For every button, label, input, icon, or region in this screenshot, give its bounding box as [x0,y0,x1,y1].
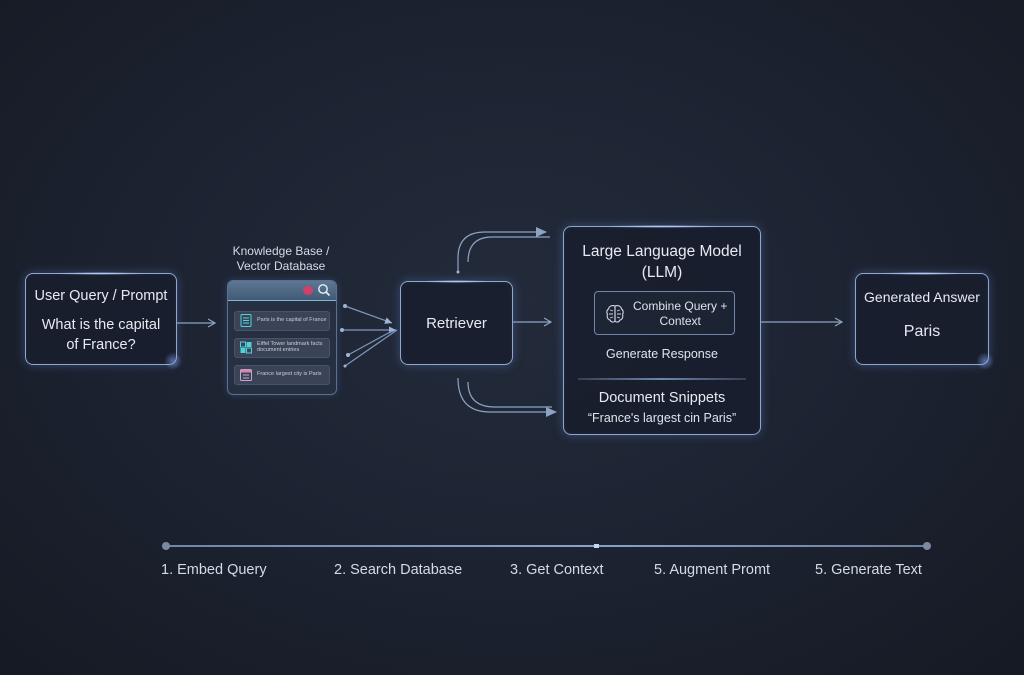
timeline-step-embed-query[interactable]: 1. Embed Query [161,562,267,578]
kb-item-text-line-2: document entries [257,347,300,353]
knowledge-base-panel[interactable]: Paris is the capital of France Eiffel To… [227,280,337,395]
knowledge-base-label-line-1: Knowledge Base / [232,244,330,258]
kb-item-text: Paris is the capital of France [257,317,327,323]
user-query-node[interactable]: User Query / Prompt What is the capital … [25,272,182,370]
combine-step-line-2: Context [659,314,701,328]
kb-item-text: France largest city is Paris [257,371,322,377]
timeline-track [166,545,927,547]
record-dot-icon [303,286,313,295]
knowledge-base-label: Knowledge Base / Vector Database [222,244,340,274]
timeline-step-search-database[interactable]: 2. Search Database [334,562,463,578]
document-icon [240,314,252,327]
kb-list-item[interactable]: Eiffel Tower landmark facts document ent… [234,338,330,358]
llm-title-line-2: (LLM) [641,264,683,281]
data-icon [240,341,252,354]
arrow-retriever-to-llm-bottom [457,377,557,417]
kb-item-text: Eiffel Tower landmark facts document ent… [257,341,327,353]
knowledge-base-label-line-2: Vector Database [236,259,326,273]
arrow-retriever-to-llm-top [456,227,550,274]
timeline-progress-marker [594,544,599,548]
timeline-step-augment-prompt[interactable]: 5. Augment Promt [654,562,771,578]
llm-title: Large Language Model (LLM) [564,241,760,283]
llm-title-line-1: Large Language Model [582,243,742,260]
combine-step-line-1: Combine Query + [633,299,728,313]
timeline-step-get-context[interactable]: 3. Get Context [510,562,604,578]
timeline-start-dot [162,542,170,550]
combine-step-text: Combine Query + Context [633,299,727,329]
knowledge-base-header [228,281,336,301]
user-query-text: What is the capital of France? [26,315,176,355]
retriever-title: Retriever [426,315,487,332]
kb-list-item[interactable]: Paris is the capital of France [234,311,330,331]
calendar-icon [240,369,252,381]
brain-icon [606,305,624,323]
user-query-line-2: of France? [66,337,136,353]
document-snippet-quote: “France's largest cin Paris” [587,411,737,425]
generated-answer-node[interactable]: Generated Answer Paris [855,272,994,370]
timeline-end-dot [923,542,931,550]
user-query-line-1: What is the capital [41,317,161,333]
kb-item-text-line-1: Eiffel Tower landmark facts [257,341,323,347]
timeline-step-generate-text[interactable]: 5. Generate Text [815,562,922,578]
combine-query-context-step[interactable]: Combine Query + Context [594,291,735,335]
generated-answer-title: Generated Answer [864,289,980,305]
llm-node[interactable]: Large Language Model (LLM) Combine Query… [563,225,761,435]
document-snippets-title: Document Snippets [598,390,726,406]
llm-divider [578,378,746,380]
retriever-node[interactable]: Retriever [400,280,513,365]
kb-list-item[interactable]: France largest city is Paris [234,365,330,385]
generated-answer-value: Paris [903,323,941,340]
user-query-title: User Query / Prompt [34,288,168,304]
generate-response-label: Generate Response [606,347,718,361]
search-icon[interactable] [317,283,331,297]
arrows-kb-to-retriever [340,304,398,368]
